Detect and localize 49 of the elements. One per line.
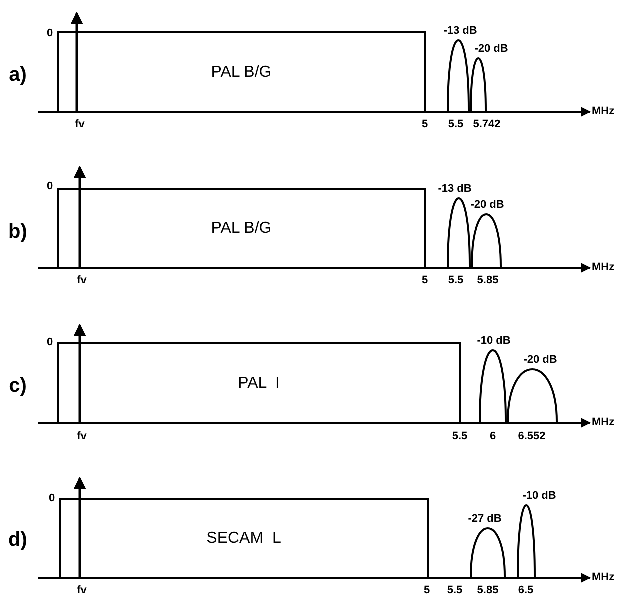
level-label: -10 dB xyxy=(522,491,556,502)
frequency-tick-label: 5.85 xyxy=(477,586,499,596)
frequency-tick-label: 6.5 xyxy=(518,586,534,596)
panel-letter: c) xyxy=(9,376,27,396)
frequency-tick-label: 5 xyxy=(424,586,430,596)
frequency-tick-label: 5.742 xyxy=(473,120,501,130)
frequency-tick-label: 6 xyxy=(490,432,496,442)
level-label: -27 dB xyxy=(468,514,502,525)
carrier-arch xyxy=(471,213,502,268)
frequency-tick-label: 5.5 xyxy=(448,120,464,130)
frequency-tick-label: fv xyxy=(77,586,87,596)
carrier-arch xyxy=(447,39,470,112)
level-label: 0 xyxy=(46,28,54,40)
level-label: -13 dB xyxy=(438,184,472,195)
level-label: -13 dB xyxy=(444,26,478,37)
frequency-tick-label: fv xyxy=(77,276,87,286)
frequency-tick-label: fv xyxy=(77,432,87,442)
frequency-tick-label: 5.85 xyxy=(477,276,499,286)
carrier-arch xyxy=(470,57,487,112)
frequency-tick-label: 6.552 xyxy=(518,432,546,442)
unit-label: MHz xyxy=(592,106,615,118)
carrier-arch xyxy=(447,197,471,268)
standard-label: PAL B/G xyxy=(211,219,272,239)
standard-label: PAL I xyxy=(238,374,280,394)
carrier-arch xyxy=(517,504,536,578)
carrier-arch xyxy=(507,368,558,423)
frequency-tick-label: fv xyxy=(75,120,85,130)
standard-label: PAL B/G xyxy=(211,62,272,82)
panel-letter: b) xyxy=(8,222,28,242)
level-label: -10 dB xyxy=(477,336,511,347)
level-label: -20 dB xyxy=(474,44,508,55)
panel-letter: a) xyxy=(9,65,27,85)
standard-label: SECAM L xyxy=(206,529,282,549)
level-label: 0 xyxy=(48,494,56,504)
frequency-tick-label: 5.5 xyxy=(452,432,468,442)
frequency-tick-label: 5.5 xyxy=(447,586,463,596)
level-label: -20 dB xyxy=(470,200,504,211)
frequency-tick-label: 5 xyxy=(422,120,428,130)
unit-label: MHz xyxy=(592,572,615,584)
level-label: -20 dB xyxy=(524,355,558,366)
level-label: 0 xyxy=(46,338,54,348)
unit-label: MHz xyxy=(592,418,615,428)
panel-letter: d) xyxy=(8,530,28,550)
level-label: 0 xyxy=(46,182,54,192)
carrier-arch xyxy=(470,527,506,578)
unit-label: MHz xyxy=(592,262,615,274)
frequency-tick-label: 5 xyxy=(422,276,428,286)
frequency-tick-label: 5.5 xyxy=(448,276,464,286)
carrier-arch xyxy=(479,349,507,423)
